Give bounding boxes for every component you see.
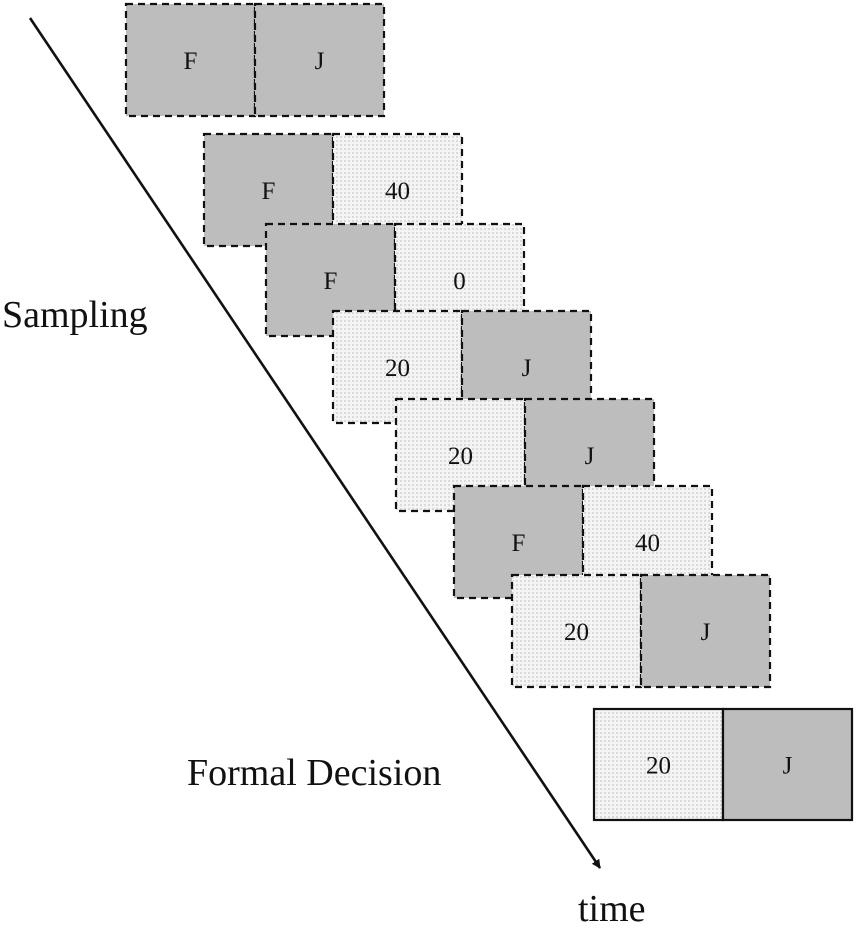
outcome-value: 20 bbox=[385, 355, 410, 382]
option-label: J bbox=[701, 619, 711, 646]
outcome-value: 40 bbox=[635, 530, 660, 557]
outcome-box bbox=[510, 573, 643, 689]
sampling-label: Sampling bbox=[2, 294, 148, 336]
option-label: F bbox=[184, 48, 198, 75]
time-label: time bbox=[578, 888, 646, 928]
option-label: J bbox=[522, 355, 532, 382]
option-box bbox=[721, 707, 854, 822]
outcome-value: 0 bbox=[453, 268, 466, 295]
option-box bbox=[124, 2, 257, 118]
formal-decision-label: Formal Decision bbox=[187, 752, 441, 794]
outcome-value: 20 bbox=[448, 443, 473, 470]
option-label: F bbox=[262, 178, 276, 205]
option-label: J bbox=[783, 753, 793, 780]
outcome-value: 20 bbox=[564, 619, 589, 646]
option-label: J bbox=[315, 48, 325, 75]
decision-trial: 20 J bbox=[592, 707, 854, 822]
outcome-value: 40 bbox=[385, 178, 410, 205]
option-box bbox=[639, 573, 772, 689]
option-label: F bbox=[512, 530, 526, 557]
option-box bbox=[253, 2, 386, 118]
outcome-value: 20 bbox=[646, 753, 671, 780]
time-arrow bbox=[28, 17, 602, 869]
sampling-trial: 20 J bbox=[510, 573, 772, 689]
option-label: F bbox=[324, 268, 338, 295]
option-label: J bbox=[585, 443, 595, 470]
